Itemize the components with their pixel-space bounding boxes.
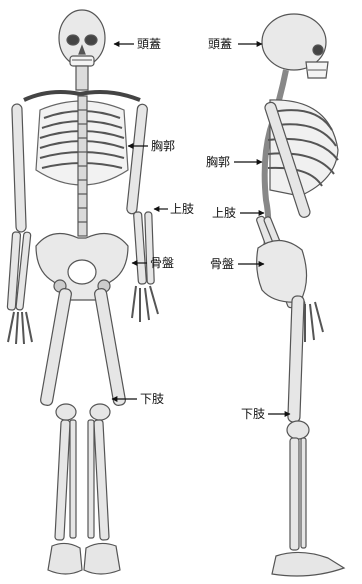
label-front-pelvis: 骨盤 <box>150 256 174 270</box>
front-left-leg <box>40 288 82 574</box>
front-pelvis <box>36 234 128 301</box>
side-leg <box>272 296 344 576</box>
label-front-upper-limb: 上肢 <box>170 202 194 216</box>
front-skull <box>59 10 105 66</box>
label-side-thorax: 胸郭 <box>206 155 230 169</box>
label-side-lower-limb: 下肢 <box>241 407 265 421</box>
label-side-upper-limb: 上肢 <box>212 206 236 220</box>
label-front-lower-limb: 下肢 <box>140 392 164 406</box>
front-left-arm <box>7 104 32 344</box>
front-skeleton <box>7 10 158 574</box>
label-front-thorax: 胸郭 <box>151 139 175 153</box>
side-skull <box>262 14 328 78</box>
front-right-leg <box>84 288 126 574</box>
label-side-skull: 頭蓋 <box>208 37 232 51</box>
side-skeleton <box>256 14 344 576</box>
side-pelvis <box>257 240 307 302</box>
label-side-pelvis: 骨盤 <box>210 257 234 271</box>
label-front-skull: 頭蓋 <box>137 37 161 51</box>
front-cervical-spine <box>76 66 88 90</box>
front-spine <box>78 96 87 236</box>
front-right-arm <box>126 104 158 322</box>
